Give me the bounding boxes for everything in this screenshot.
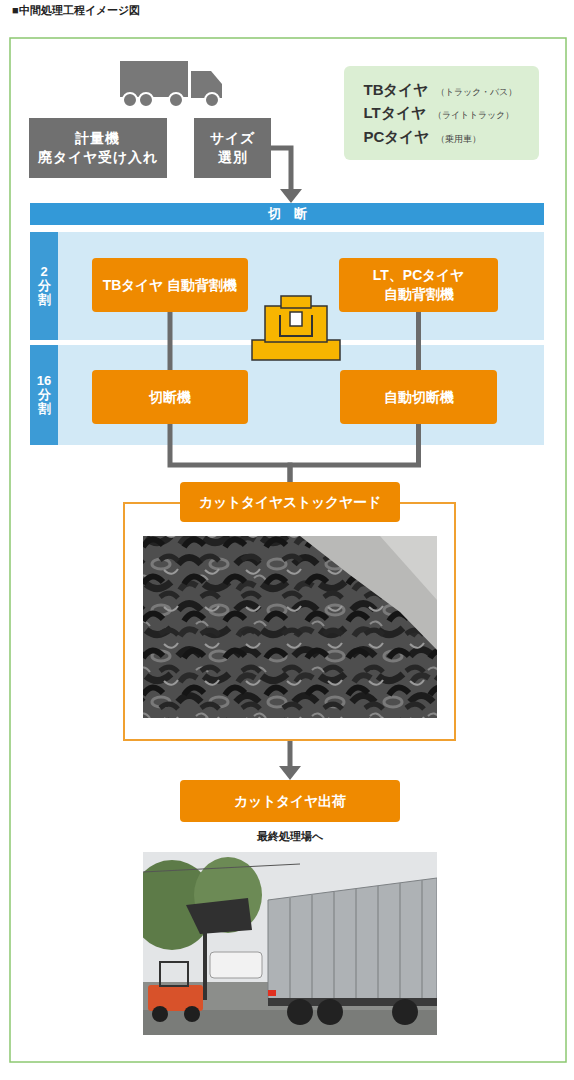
node-text: サイズ 選別 xyxy=(202,129,263,167)
truck-wheel xyxy=(205,93,219,107)
tire-type-row: TBタイヤ （トラック・バス） xyxy=(364,78,517,101)
truck-body xyxy=(268,878,437,1000)
flow-connector xyxy=(271,148,291,189)
text-wrap: LT、PCタイヤ 自動背割機 xyxy=(347,266,490,304)
text-wrap: カットタイヤストックヤード xyxy=(199,493,381,512)
text-wrap: 計量機 廃タイヤ受け入れ xyxy=(37,129,159,167)
forklift-wheel xyxy=(152,1006,168,1022)
node-text: TBタイヤ 自動背割機 xyxy=(103,276,238,295)
forklift-mast xyxy=(203,930,207,1000)
flow-connector xyxy=(170,424,290,482)
text-wrap: カットタイヤ出荷 xyxy=(234,792,346,811)
machine-box: TBタイヤ 自動背割機 xyxy=(92,258,248,312)
text-wrap: TBタイヤ 自動背割機 xyxy=(103,276,238,295)
tire-type-note: （トラック・バス） xyxy=(436,86,517,100)
region-fills xyxy=(30,232,544,445)
tire-pile-photo xyxy=(143,536,437,718)
process-box: カットタイヤ出荷 xyxy=(180,780,400,822)
destination-note: 最終処理場へ xyxy=(190,829,390,844)
truck-trailer xyxy=(120,61,188,97)
tire-type-note: （ライトトラック） xyxy=(433,109,514,123)
truck-ribs xyxy=(290,880,422,1000)
process-box: カットタイヤストックヤード xyxy=(180,482,400,522)
wire xyxy=(143,864,300,872)
machine-top xyxy=(281,296,311,308)
flow-connector xyxy=(168,312,173,370)
flow-connector xyxy=(290,424,419,482)
parked-car xyxy=(210,952,262,978)
node-text: 切 断 xyxy=(268,206,307,222)
truck-wheel xyxy=(392,999,418,1025)
flow-connector xyxy=(416,312,421,370)
truck-wheel xyxy=(317,999,343,1025)
node-text: LT、PCタイヤ 自動背割機 xyxy=(347,266,490,304)
truck-cab xyxy=(191,71,222,98)
node-text: カットタイヤ出荷 xyxy=(234,792,346,811)
node-text: カットタイヤストックヤード xyxy=(199,493,381,512)
text-wrap: TBタイヤ （トラック・バス） LTタイヤ （ライトトラック）PCタイヤ （乗用車） xyxy=(364,78,517,148)
wall xyxy=(380,536,437,600)
stockyard-frame xyxy=(124,503,455,740)
diagram-title: ■中間処理工程イメージ図 xyxy=(12,3,140,18)
node-text: 計量機 廃タイヤ受け入れ xyxy=(37,129,159,167)
truck-wheel xyxy=(287,999,313,1025)
stage-label: 2分割 xyxy=(36,265,52,308)
truck-icon xyxy=(120,61,222,107)
text-wrap: 切断機 xyxy=(149,388,191,407)
process-band: 切 断 xyxy=(30,203,544,225)
tire-type: LTタイヤ xyxy=(364,101,426,124)
machine-box: 自動切断機 xyxy=(340,370,497,424)
tail-light xyxy=(268,990,276,996)
process-box: サイズ 選別 xyxy=(194,118,271,178)
stage-region: 16分割 切断機 自動切断機 xyxy=(30,345,544,445)
process-box: 計量機 廃タイヤ受け入れ xyxy=(29,118,167,178)
machine-body xyxy=(265,306,327,342)
shipping-photo xyxy=(143,852,437,1035)
tire-type-row: LTタイヤ （ライトトラック） xyxy=(364,101,517,124)
machine-box: 切断機 xyxy=(92,370,248,424)
text-wrap: 切 断 xyxy=(268,206,307,222)
wall xyxy=(300,536,437,650)
region-label-column: 2分割 xyxy=(30,232,58,340)
forklift-bucket xyxy=(186,898,252,934)
truck-wheel xyxy=(139,93,153,107)
tire-type-box: TBタイヤ （トラック・バス） LTタイヤ （ライトトラック）PCタイヤ （乗用車） xyxy=(344,66,539,160)
truck-wheel xyxy=(123,93,137,107)
machine-box: LT、PCタイヤ 自動背割機 xyxy=(339,258,498,312)
truck-wheel xyxy=(169,93,183,107)
text-wrap: サイズ 選別 xyxy=(202,129,263,167)
tire-type-row: PCタイヤ （乗用車） xyxy=(364,125,517,148)
outer-frame xyxy=(10,38,566,1062)
stage-region: 2分割 TBタイヤ 自動背割機 LT、PCタイヤ 自動背割機 xyxy=(30,232,544,340)
node-text: 自動切断機 xyxy=(384,388,454,407)
machine-window xyxy=(290,312,302,326)
machine-base xyxy=(252,340,340,360)
tire-pile xyxy=(143,536,437,718)
node-text: 切断機 xyxy=(149,388,191,407)
tire-type: TBタイヤ xyxy=(364,78,429,101)
region-label-column: 16分割 xyxy=(30,345,58,445)
tire-type-note: （乗用車） xyxy=(436,133,481,147)
forklift-wheel xyxy=(184,1006,200,1022)
stage-label: 16分割 xyxy=(36,374,52,417)
tire-type: PCタイヤ xyxy=(364,125,430,148)
tire-pile xyxy=(143,536,437,718)
cutting-machine-icon xyxy=(252,296,340,360)
text-wrap: 自動切断機 xyxy=(384,388,454,407)
forklift-cage xyxy=(160,962,188,986)
